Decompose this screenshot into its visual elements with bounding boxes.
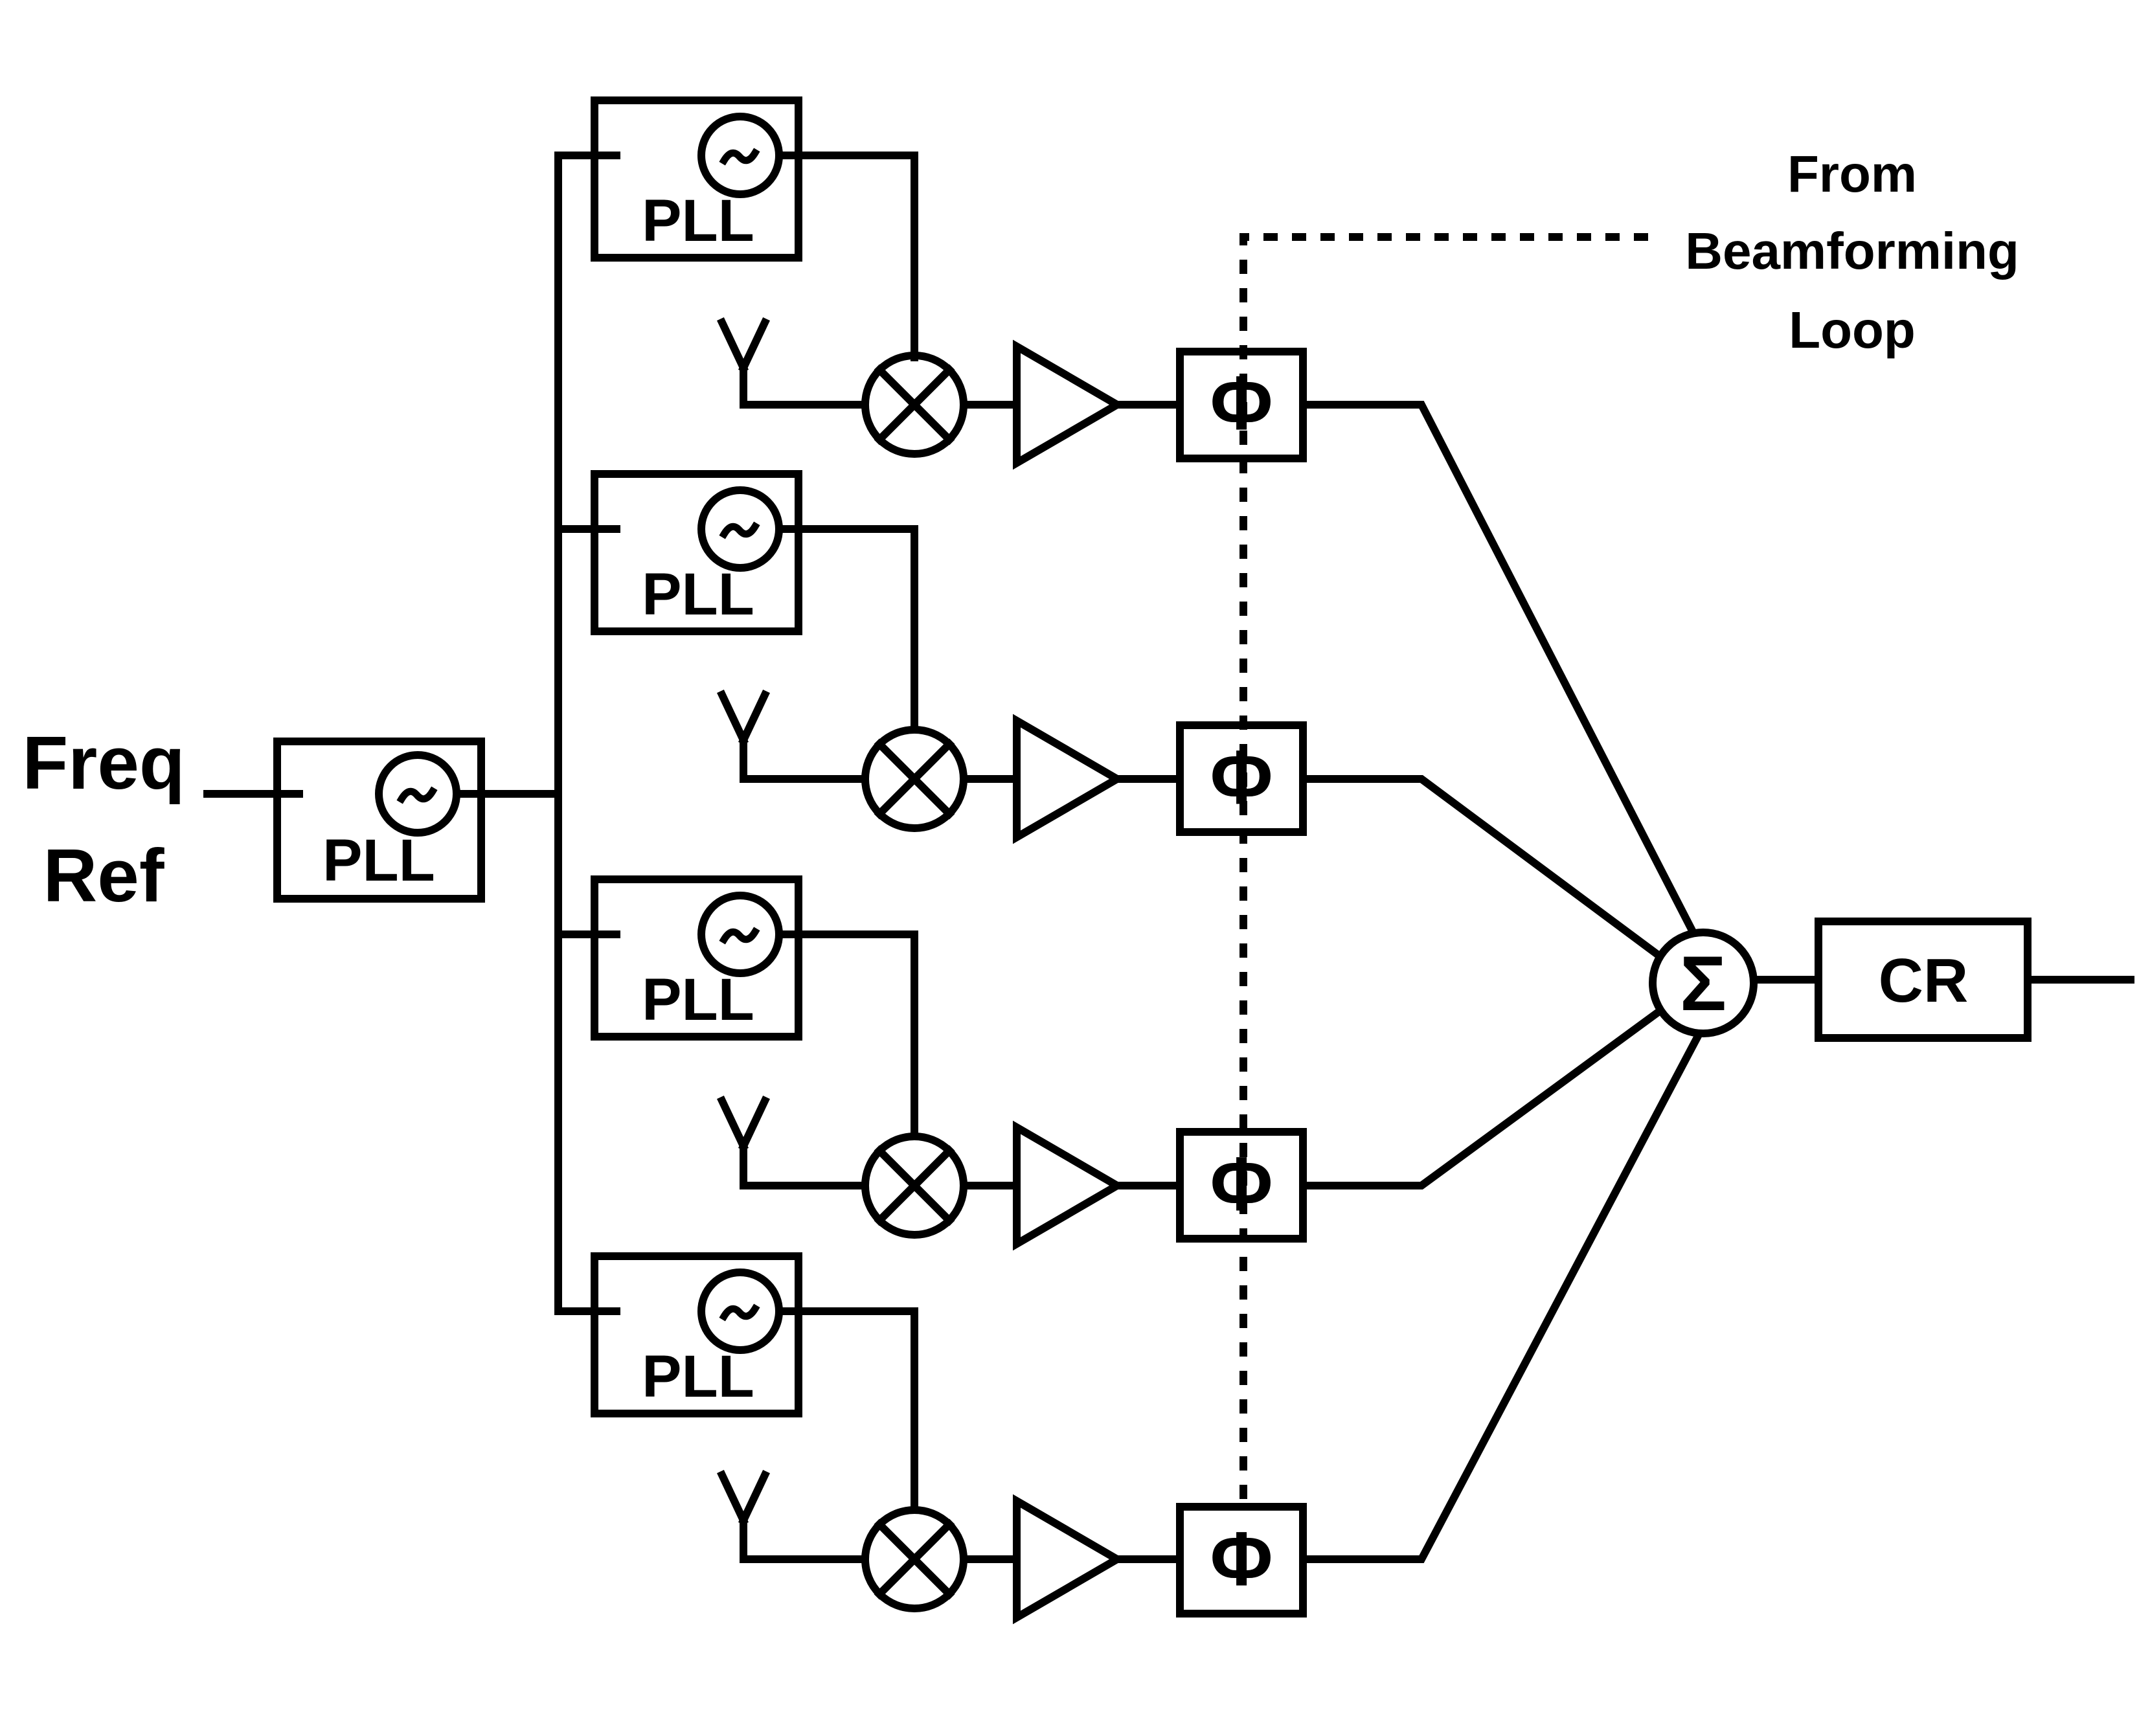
channel-2-pll-block [591,470,802,635]
channel-4-pll-block [591,1252,802,1417]
sum-symbol: Σ [1680,940,1726,1027]
channel-4-phase-symbol: Φ [1210,1516,1273,1602]
ref-label: Ref [43,833,164,918]
summer: Σ [1649,929,1758,1037]
channel-2: PLL Φ [554,470,1662,960]
freq-label: Freq [22,721,185,805]
channel-3-pll-label: PLL [642,967,754,1033]
beamforming-label-line3: Loop [1789,301,1915,359]
channel-1-pll-label: PLL [642,188,754,254]
channel-1-pll-block [591,96,802,262]
beamforming-control-line [1239,233,1651,1499]
channel-3-pll-block [591,875,802,1041]
main-pll-label: PLL [323,828,435,894]
channel-2-pll-label: PLL [642,561,754,627]
channel-4-pll-label: PLL [642,1344,754,1410]
beamforming-label-line1: From [1787,145,1917,203]
cr-label: CR [1879,946,1969,1015]
beamforming-label-line2: Beamforming [1685,222,2019,280]
channel-4: PLL Φ [554,1030,1704,1625]
channel-1: PLL Φ [554,96,1698,936]
channel-3: PLL Φ [554,875,1662,1251]
main-pll-block: PLL [273,738,485,903]
